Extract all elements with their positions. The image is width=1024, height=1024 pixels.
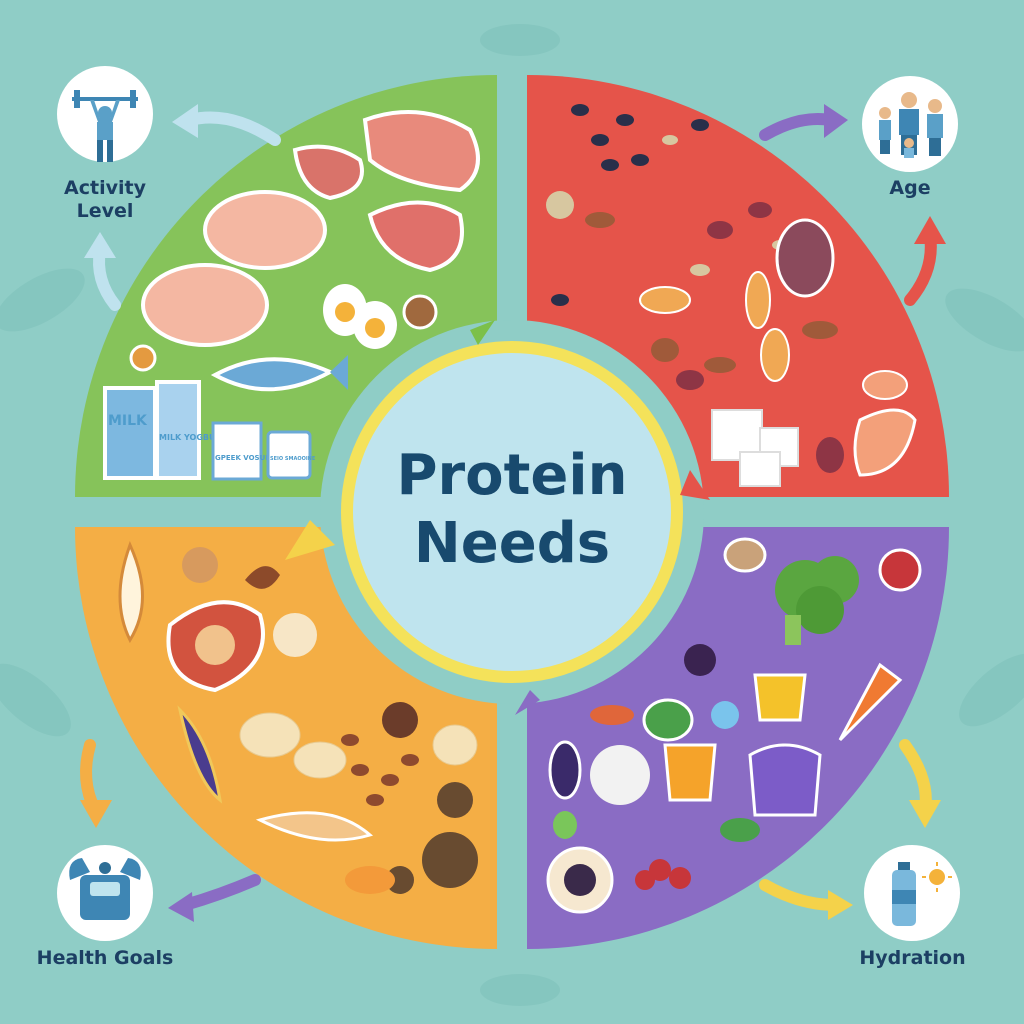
background-leaves [0, 24, 1024, 1006]
animal-protein-foods: MILK MILK YOGBU GPEEK VOSUN SEIO SMAOOIN… [103, 110, 480, 481]
factor-label-line: Activity [64, 177, 146, 199]
legumes-nuts-foods [546, 104, 917, 487]
factor-label-health-goals: Health Goals [36, 947, 174, 969]
factor-label-line: Level [76, 200, 134, 222]
package-label: SEIO SMAOOINE [270, 456, 316, 462]
factor-label-hydration: Hydration [859, 947, 966, 969]
package-label: GPEEK VOSUN [215, 454, 271, 462]
grains-seeds-foods [118, 541, 478, 894]
scale-icon [57, 845, 153, 941]
outer-arrowheads [80, 104, 946, 922]
water-bottle-sun-icon [864, 845, 960, 941]
center-title: Protein Needs [342, 442, 682, 578]
flow-arrows [285, 320, 710, 715]
family-icon [862, 76, 958, 172]
factor-label-age: Age [889, 177, 931, 199]
weightlifter-icon [57, 66, 153, 162]
factor-label-activity-level: Activity Level [45, 177, 165, 223]
center-circle [341, 341, 683, 683]
vegetables-fruits-foods [546, 537, 922, 914]
package-label: MILK [108, 413, 148, 429]
center-title-line1: Protein [396, 443, 628, 508]
center-title-line2: Needs [413, 511, 611, 576]
package-label: MILK YOGBU [159, 433, 216, 442]
